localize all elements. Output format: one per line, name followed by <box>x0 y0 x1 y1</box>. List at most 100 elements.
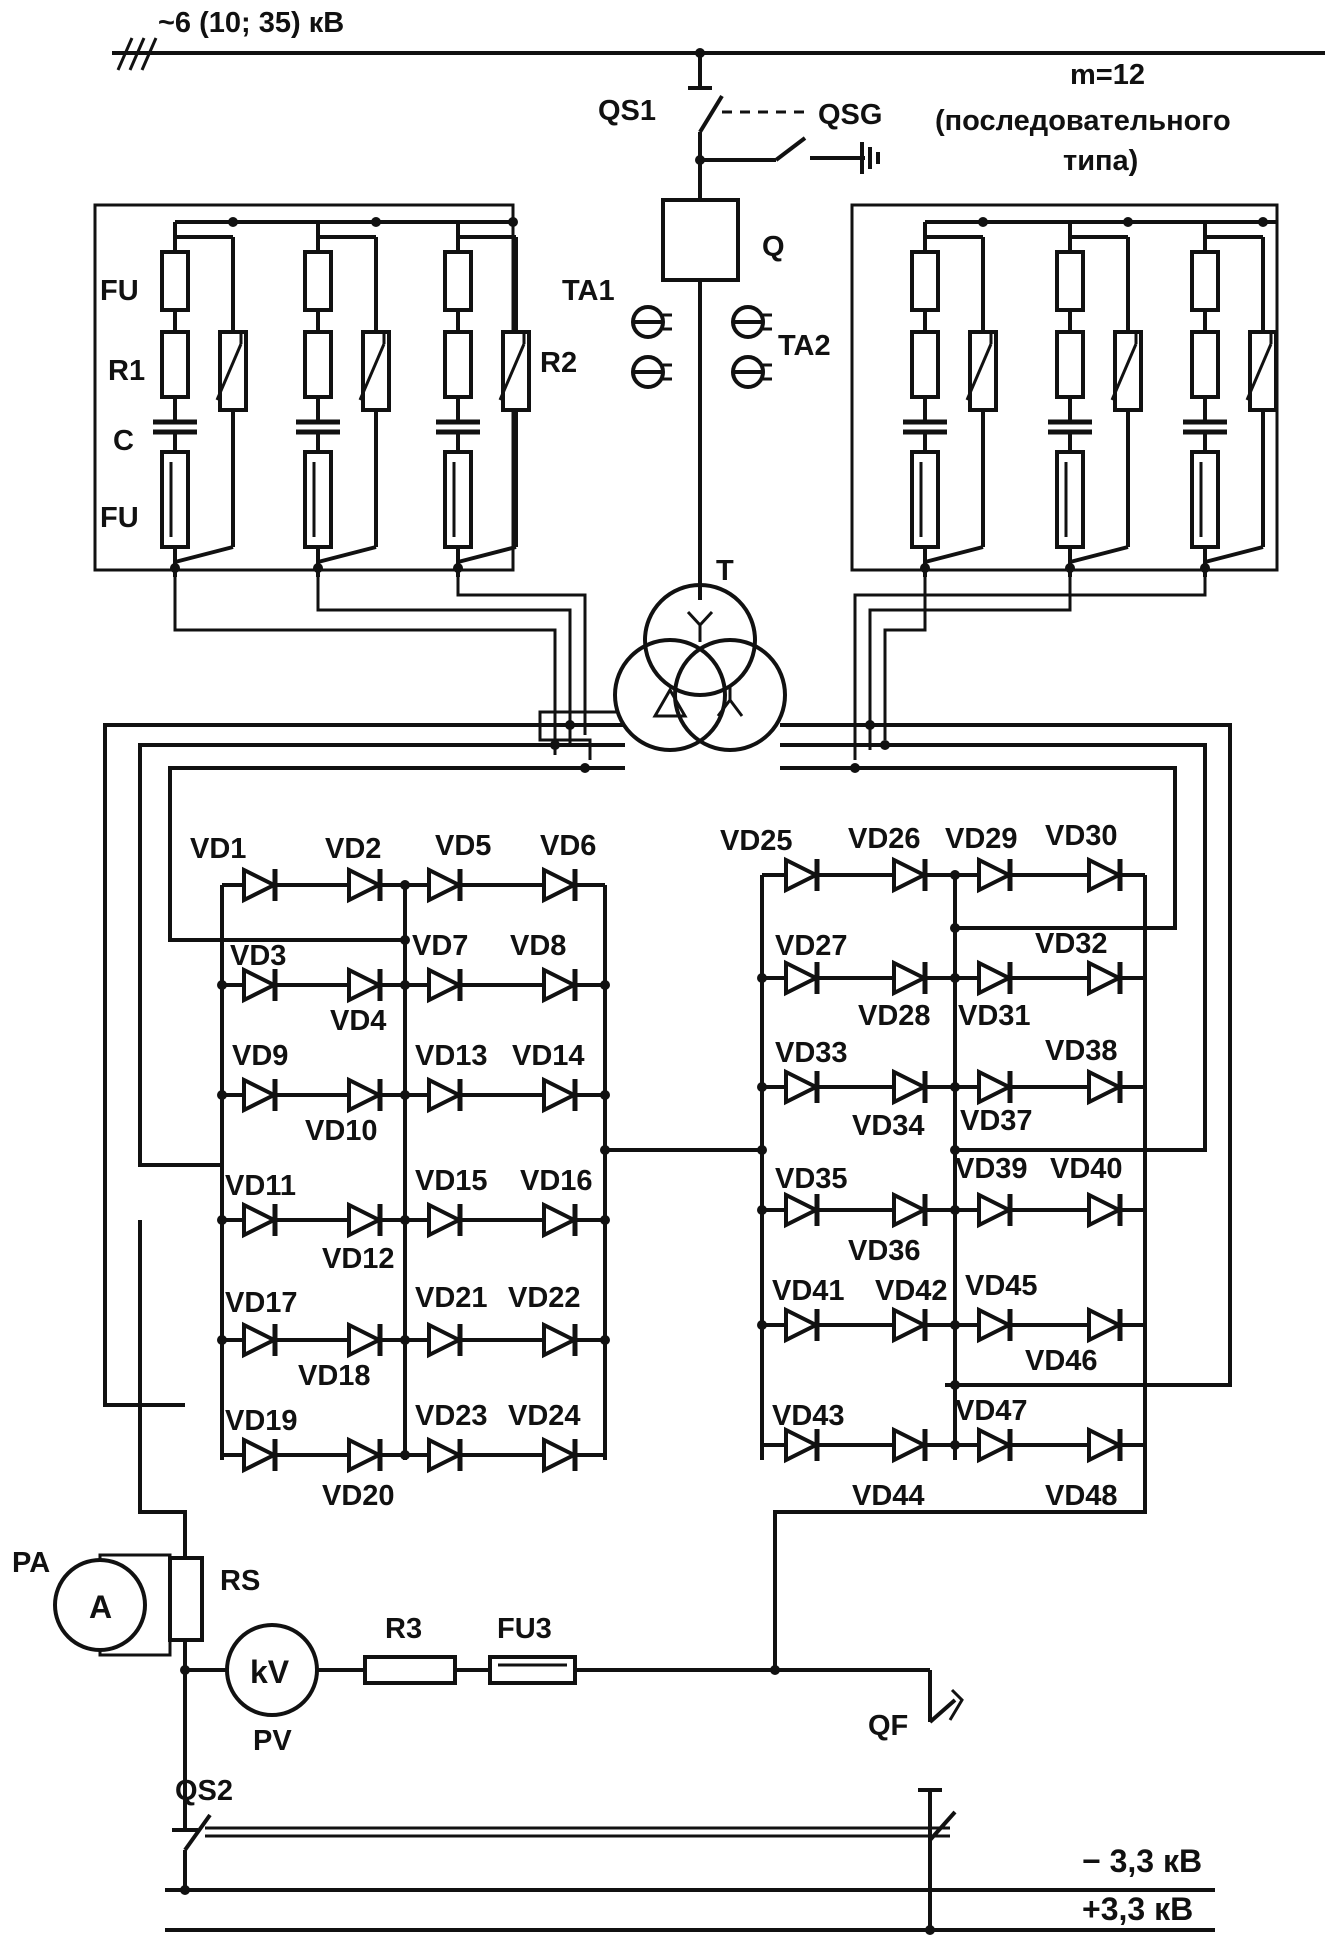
earthing-switch-qsg <box>695 136 880 174</box>
vd33-label: VD33 <box>775 1037 848 1069</box>
vd20-label: VD20 <box>322 1480 395 1512</box>
transformer-label: T <box>716 555 734 587</box>
vd37-label: VD37 <box>960 1105 1033 1137</box>
fu3-label: FU3 <box>497 1613 552 1645</box>
qs1-label: QS1 <box>598 95 656 127</box>
vd28-label: VD28 <box>858 1000 931 1032</box>
three-winding-transformer <box>613 583 787 752</box>
ammeter-pa: A <box>53 1553 172 1657</box>
r3-label: R3 <box>385 1613 422 1645</box>
vd47-label: VD47 <box>955 1395 1028 1427</box>
vd10-label: VD10 <box>305 1115 378 1147</box>
vd23-label: VD23 <box>415 1400 488 1432</box>
breaker-qf <box>918 1670 964 1935</box>
left-ac-leads <box>103 710 625 1407</box>
vd36-label: VD36 <box>848 1235 921 1267</box>
vd42-label: VD42 <box>875 1275 948 1307</box>
vd13-label: VD13 <box>415 1040 488 1072</box>
pulse-type-line1: (последовательного <box>935 105 1231 137</box>
vd7-label: VD7 <box>412 930 468 962</box>
vd15-label: VD15 <box>415 1165 488 1197</box>
pulse-number-label: m=12 <box>1070 59 1145 91</box>
vd25-label: VD25 <box>720 825 793 857</box>
left-diode-bridge <box>217 869 610 1471</box>
voltmeter-pv: kV <box>225 1623 319 1717</box>
qsg-label: QSG <box>818 99 882 131</box>
fuse-fu3 <box>488 1655 577 1685</box>
vd1-label: VD1 <box>190 833 246 865</box>
vd40-label: VD40 <box>1050 1153 1123 1185</box>
breaker-q-label: Q <box>762 231 785 263</box>
vd34-label: VD34 <box>852 1110 925 1142</box>
vd14-label: VD14 <box>512 1040 585 1072</box>
vd11-label: VD11 <box>225 1170 296 1202</box>
vd18-label: VD18 <box>298 1360 371 1392</box>
right-diode-bridge <box>757 859 1147 1461</box>
resistor-r3 <box>363 1655 457 1685</box>
vd39-label: VD39 <box>955 1153 1028 1185</box>
vd16-label: VD16 <box>520 1165 593 1197</box>
fu-label-bottom: FU <box>100 502 139 534</box>
dc-negative-lead <box>138 1220 187 1558</box>
ta1-label: TA1 <box>562 275 615 307</box>
qs2-label: QS2 <box>175 1775 233 1807</box>
pulse-type-line2: типа) <box>1063 145 1138 177</box>
vd3-label: VD3 <box>230 940 286 972</box>
rs-label: RS <box>220 1565 260 1597</box>
left-diode-labels: VD1 VD2 VD5 VD6 VD3 VD4 VD7 VD8 VD9 VD10… <box>190 830 596 1512</box>
negative-bus-label: − 3,3 кВ <box>1082 1843 1202 1879</box>
vd48-label: VD48 <box>1045 1480 1118 1512</box>
vd5-label: VD5 <box>435 830 491 862</box>
fu-label-top: FU <box>100 275 139 307</box>
current-transformer-ta2 <box>731 305 774 389</box>
vd29-label: VD29 <box>945 823 1018 855</box>
supply-voltage-label: ~6 (10; 35) кВ <box>158 7 344 39</box>
vd46-label: VD46 <box>1025 1345 1098 1377</box>
vd45-label: VD45 <box>965 1270 1038 1302</box>
pa-label: PA <box>12 1547 50 1579</box>
r1-label: R1 <box>108 355 145 387</box>
vd4-label: VD4 <box>330 1005 386 1037</box>
vd6-label: VD6 <box>540 830 596 862</box>
vd9-label: VD9 <box>232 1040 288 1072</box>
vd41-label: VD41 <box>772 1275 845 1307</box>
vd31-label: VD31 <box>958 1000 1031 1032</box>
positive-bus-label: +3,3 кВ <box>1082 1891 1193 1927</box>
vd30-label: VD30 <box>1045 820 1118 852</box>
ammeter-symbol: A <box>89 1589 112 1625</box>
disconnector-qs2 <box>172 1813 950 1890</box>
vd21-label: VD21 <box>415 1282 488 1314</box>
dc-positive-lead <box>773 1460 1147 1670</box>
current-transformer-ta1 <box>631 305 674 389</box>
disconnector-qs1 <box>688 53 724 160</box>
vd12-label: VD12 <box>322 1243 395 1275</box>
breaker-q <box>661 198 740 282</box>
ta2-label: TA2 <box>778 330 831 362</box>
snubber-bank-left <box>93 203 529 577</box>
vd35-label: VD35 <box>775 1163 848 1195</box>
vd43-label: VD43 <box>772 1400 845 1432</box>
right-diode-labels: VD25 VD26 VD29 VD30 VD27 VD28 VD31 VD32 … <box>720 820 1123 1512</box>
right-snubber-connections <box>853 568 1207 760</box>
vd17-label: VD17 <box>225 1287 298 1319</box>
snubber-bank-right <box>850 203 1279 577</box>
voltmeter-symbol: kV <box>250 1654 290 1690</box>
vd19-label: VD19 <box>225 1405 298 1437</box>
vd27-label: VD27 <box>775 930 848 962</box>
pv-label: PV <box>253 1725 292 1757</box>
vd44-label: VD44 <box>852 1480 925 1512</box>
qf-label: QF <box>868 1710 908 1742</box>
right-ac-leads <box>780 720 1232 1387</box>
vd38-label: VD38 <box>1045 1035 1118 1067</box>
vd26-label: VD26 <box>848 823 921 855</box>
left-snubber-connections <box>173 568 587 755</box>
three-phase-mark <box>116 37 158 71</box>
c-label: C <box>113 425 134 457</box>
vd32-label: VD32 <box>1035 928 1108 960</box>
r2-label: R2 <box>540 347 577 379</box>
shunt-rs <box>168 1556 204 1642</box>
vd2-label: VD2 <box>325 833 381 865</box>
vd24-label: VD24 <box>508 1400 581 1432</box>
vd22-label: VD22 <box>508 1282 581 1314</box>
